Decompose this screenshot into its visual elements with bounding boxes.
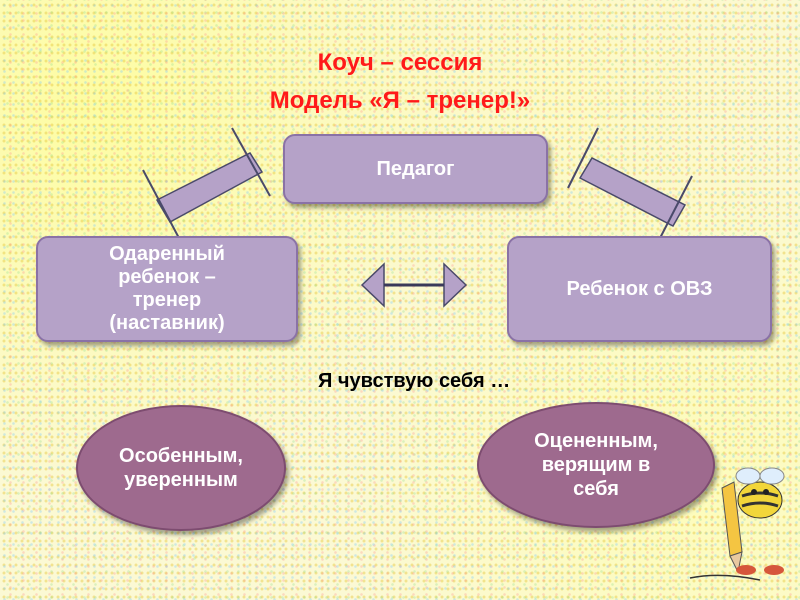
oval-left-label: Особенным, уверенным <box>106 444 256 492</box>
double-arrow-icon <box>362 264 466 306</box>
right-connector-bar <box>580 158 685 226</box>
gifted-child-label: Одаренный ребенок – тренер (наставник) <box>87 243 247 335</box>
oval-right-label: Оцененным, верящим в себя <box>521 429 671 501</box>
left-connector-bar <box>157 153 262 222</box>
ovz-child-box: Ребенок с ОВЗ <box>507 236 772 342</box>
teacher-box: Педагог <box>283 134 548 204</box>
oval-left: Особенным, уверенным <box>76 405 286 531</box>
feel-caption: Я чувствую себя … <box>318 368 578 394</box>
gifted-child-box: Одаренный ребенок – тренер (наставник) <box>36 236 298 342</box>
oval-right: Оцененным, верящим в себя <box>477 402 715 528</box>
